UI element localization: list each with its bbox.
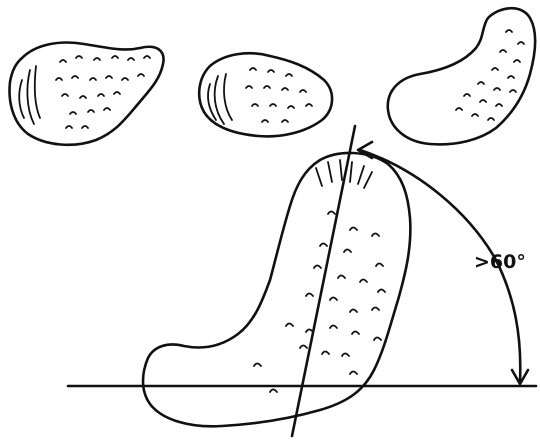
shape-2-dots: [246, 68, 312, 122]
shape-1-dots: [56, 56, 150, 128]
shape-1-ridges: [19, 66, 40, 124]
shape-1-left: [10, 43, 164, 145]
shape-2-ridges: [208, 74, 232, 124]
angle-label: >60°: [474, 251, 526, 273]
shape-3-right: [388, 8, 535, 144]
axis-line: [292, 126, 355, 436]
shape-2-middle: [199, 53, 332, 136]
